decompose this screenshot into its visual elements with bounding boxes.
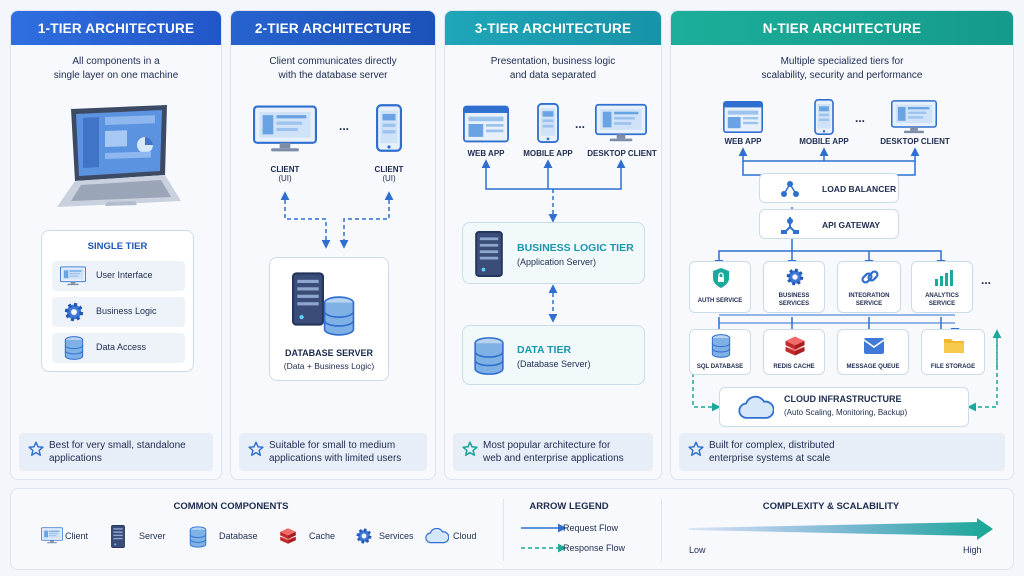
monitor-icon xyxy=(60,266,86,286)
panel-footnote: Most popular architecture for web and en… xyxy=(453,433,653,471)
panel-footnote: Suitable for small to medium application… xyxy=(239,433,427,471)
cache-icon xyxy=(279,527,297,545)
network-icon xyxy=(781,181,799,197)
client-label: DESKTOP CLIENT xyxy=(880,137,950,146)
star-icon xyxy=(462,441,478,457)
complexity-low: Low xyxy=(689,545,706,555)
api-gateway-box: API GATEWAY xyxy=(759,209,899,239)
business-logic-tier-box: BUSINESS LOGIC TIER (Application Server) xyxy=(462,222,645,284)
panel-description: Multiple specialized tiers for scalabili… xyxy=(761,56,923,81)
client-label: DESKTOP CLIENT xyxy=(587,149,657,158)
gear-icon xyxy=(355,527,373,545)
ellipsis: ... xyxy=(339,119,350,133)
panel-footnote: Best for very small, standalone applicat… xyxy=(19,433,213,471)
panel-title: 1-TIER ARCHITECTURE xyxy=(11,11,221,45)
single-tier-item: Business Logic xyxy=(52,297,185,327)
store-box: SQL DATABASE xyxy=(689,329,751,375)
server-icon xyxy=(475,231,503,277)
server-icon xyxy=(292,272,324,326)
envelope-icon xyxy=(863,338,885,354)
panel-footnote: Built for complex, distributed enterpris… xyxy=(679,433,1005,471)
flow-arrows xyxy=(481,159,626,323)
panel-description: Presentation, business logic and data se… xyxy=(490,56,616,81)
response-arrow xyxy=(521,543,567,553)
client-label: MOBILE APP xyxy=(799,137,849,146)
divider xyxy=(661,499,662,561)
divider xyxy=(503,499,504,561)
complexity-gradient-arrow xyxy=(689,518,993,540)
ellipsis: ... xyxy=(575,117,586,131)
gear-icon xyxy=(785,267,805,287)
gear-icon xyxy=(63,301,85,323)
database-server-box: DATABASE SERVER (Data + Business Logic) xyxy=(269,257,389,381)
single-tier-title: SINGLE TIER xyxy=(87,241,148,252)
client-label: MOBILE APP xyxy=(523,149,573,158)
legend-bar: COMMON COMPONENTS Client Server Database… xyxy=(10,488,1014,570)
client-label: CLIENT (UI) xyxy=(374,165,404,183)
laptop-icon xyxy=(57,105,181,207)
cloud-icon xyxy=(425,528,449,544)
panel-1-tier: 1-TIER ARCHITECTURE All components in a … xyxy=(10,10,222,480)
store-box: FILE STORAGE xyxy=(921,329,985,375)
single-tier-box: SINGLE TIER User Interface Business Logi… xyxy=(41,230,194,372)
star-icon xyxy=(688,441,704,457)
panel-description: All components in a single layer on one … xyxy=(53,56,179,81)
panel-title: 2-TIER ARCHITECTURE xyxy=(231,11,435,45)
server-icon xyxy=(111,525,125,548)
panel-title: 3-TIER ARCHITECTURE xyxy=(445,11,661,45)
service-box: AUTH SERVICE xyxy=(689,261,751,313)
arrow-legend-title: ARROW LEGEND xyxy=(529,501,609,512)
request-arrow xyxy=(521,523,567,533)
analytics-icon xyxy=(935,270,953,286)
shield-icon xyxy=(713,268,729,288)
panel-2-tier: 2-TIER ARCHITECTURE Client communicates … xyxy=(230,10,436,480)
ellipsis: ... xyxy=(981,273,992,287)
panel-title: N-TIER ARCHITECTURE xyxy=(671,11,1013,45)
monitor-icon xyxy=(41,527,63,544)
single-tier-item: User Interface xyxy=(52,261,185,291)
cloud-infrastructure-box: CLOUD INFRASTRUCTURE (Auto Scaling, Moni… xyxy=(719,387,969,427)
request-flow-label: Request Flow xyxy=(563,523,619,533)
store-box: REDIS CACHE xyxy=(763,329,825,375)
service-box: INTEGRATION SERVICE xyxy=(837,261,901,313)
cache-icon xyxy=(784,334,806,358)
star-icon xyxy=(248,441,264,457)
database-icon xyxy=(322,296,356,336)
complexity-title: COMPLEXITY & SCALABILITY xyxy=(762,501,900,512)
common-components-title: COMMON COMPONENTS xyxy=(173,501,289,512)
client-label: WEB APP xyxy=(724,137,762,146)
folder-icon xyxy=(944,339,964,353)
store-box: MESSAGE QUEUE xyxy=(837,329,909,375)
panel-description: Client communicates directly with the da… xyxy=(269,56,397,81)
client-label: CLIENT (UI) xyxy=(270,165,300,183)
panel-3-tier: 3-TIER ARCHITECTURE Presentation, busine… xyxy=(444,10,662,480)
database-icon xyxy=(711,334,731,358)
complexity-high: High xyxy=(963,545,982,555)
service-box: ANALYTICS SERVICE xyxy=(911,261,973,313)
gateway-icon xyxy=(781,217,799,234)
panel-n-tier: N-TIER ARCHITECTURE Multiple specialized… xyxy=(670,10,1014,480)
database-icon xyxy=(473,336,505,376)
link-icon xyxy=(861,270,879,284)
single-tier-item: Data Access xyxy=(52,333,185,363)
load-balancer-box: LOAD BALANCER xyxy=(759,173,899,203)
cloud-icon xyxy=(738,395,774,421)
response-flow-label: Response Flow xyxy=(563,543,626,553)
flow-arrows xyxy=(280,191,394,249)
ellipsis: ... xyxy=(855,111,866,125)
database-icon xyxy=(189,526,207,548)
client-label: WEB APP xyxy=(467,149,505,158)
star-icon xyxy=(28,441,44,457)
data-tier-box: DATA TIER (Database Server) xyxy=(462,325,645,385)
database-icon xyxy=(64,336,84,360)
service-box: BUSINESS SERVICES xyxy=(763,261,825,313)
